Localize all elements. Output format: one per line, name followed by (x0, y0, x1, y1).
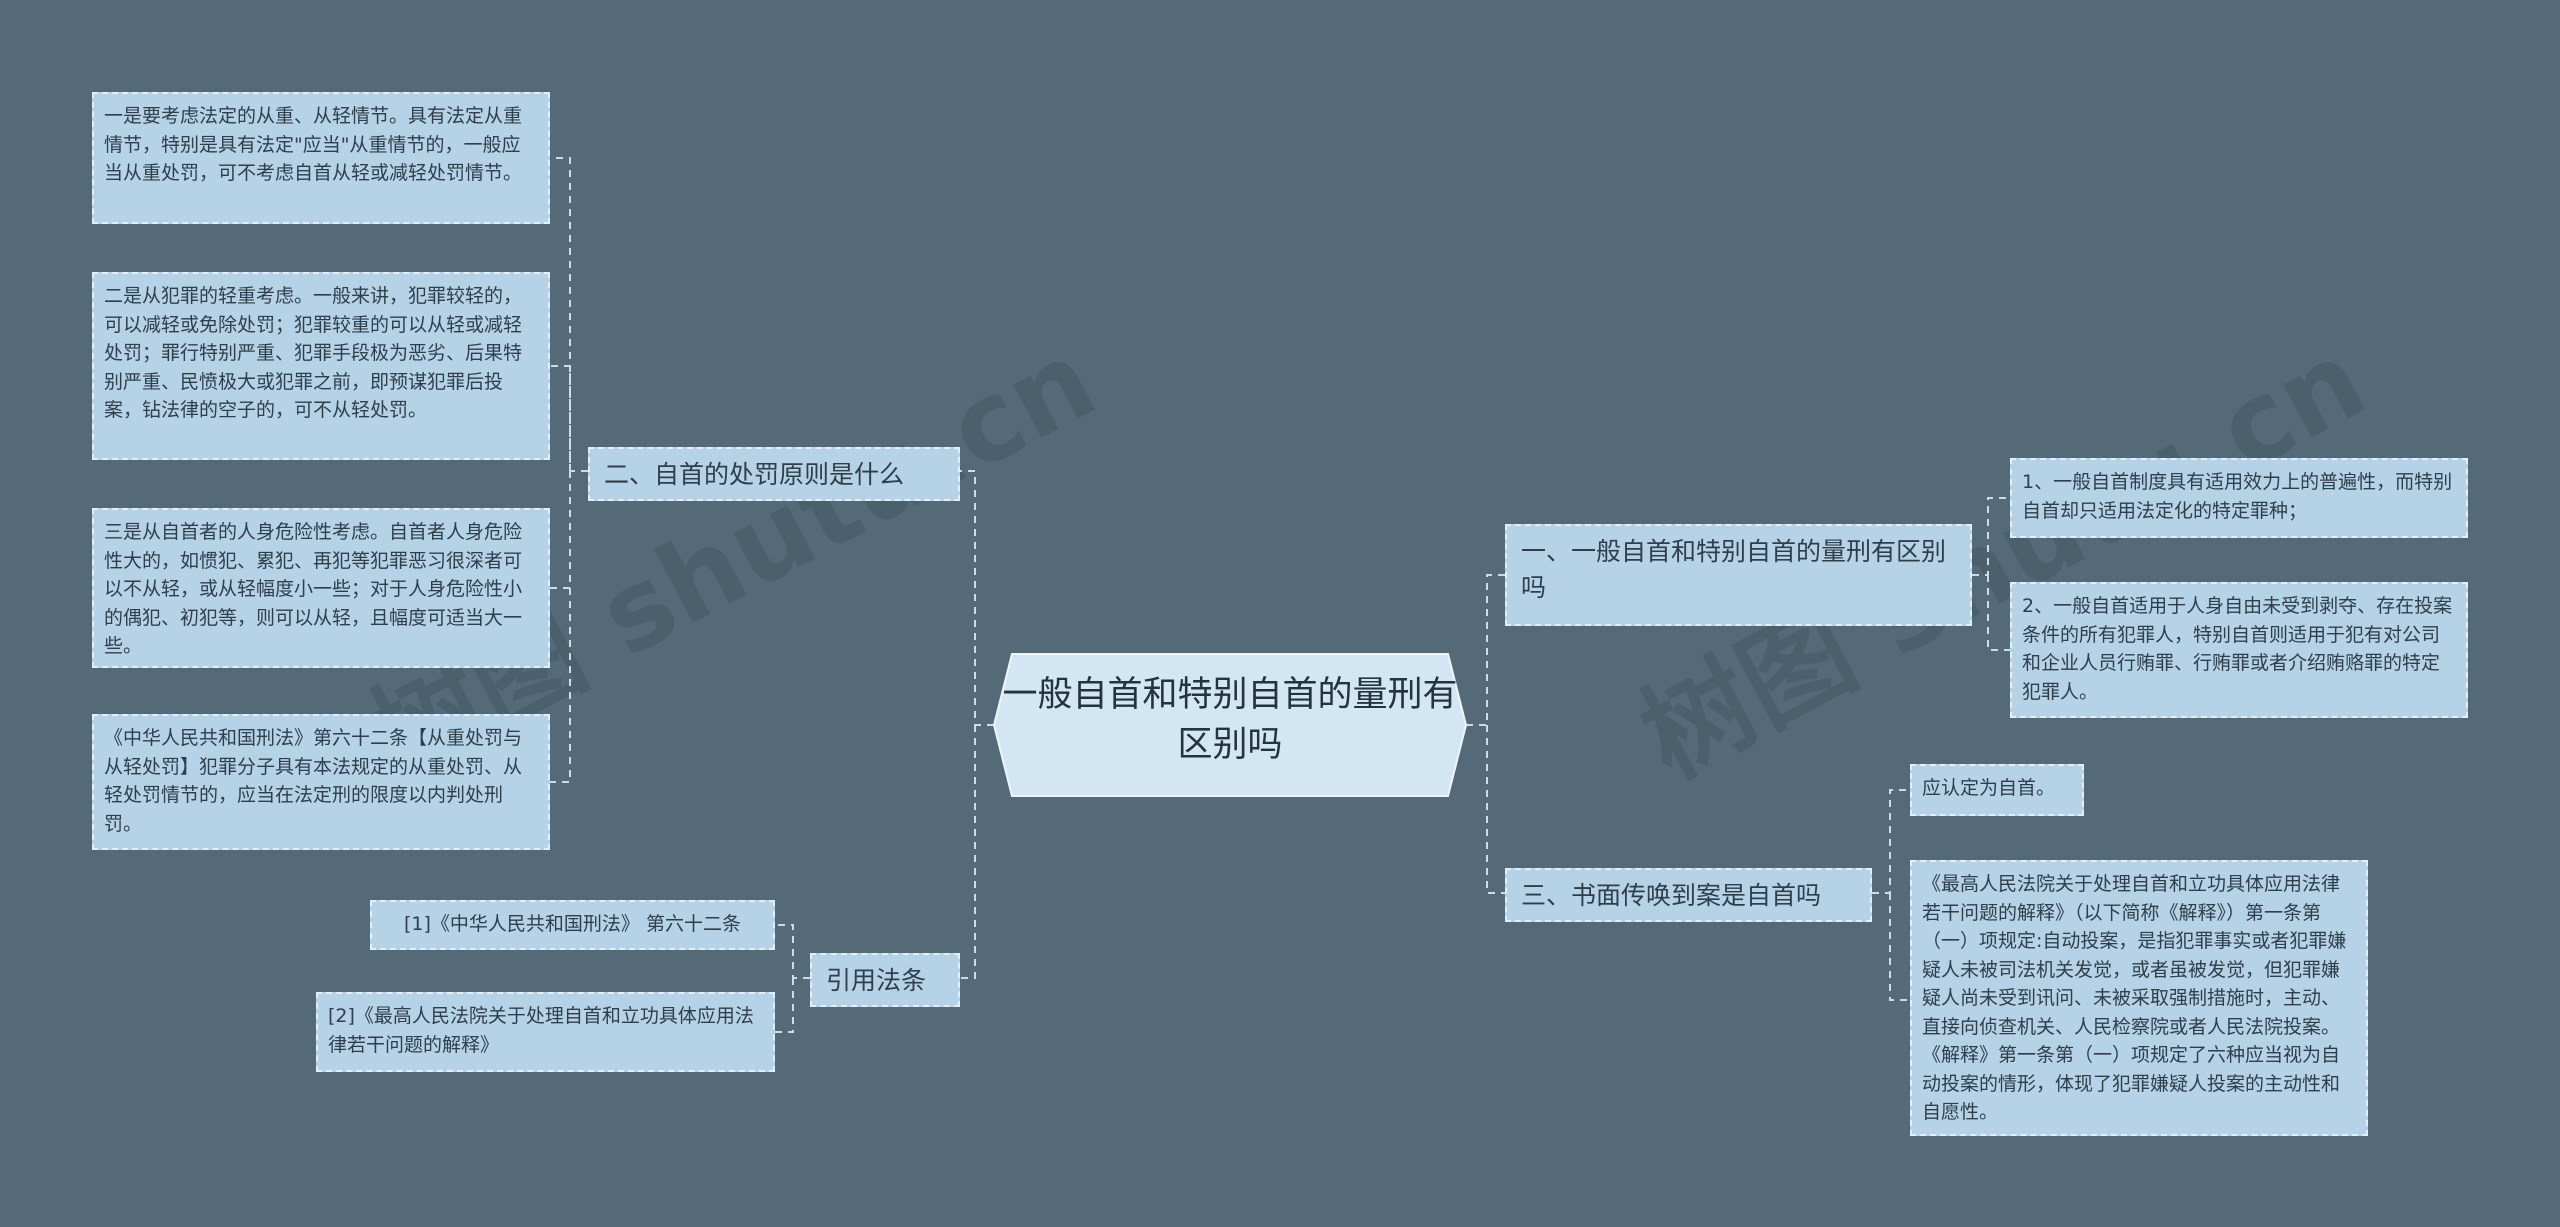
branch-two-punishment-principles[interactable]: 二、自首的处罚原则是什么 (588, 447, 960, 501)
leaf-principle-1[interactable]: 一是要考虑法定的从重、从轻情节。具有法定从重情节，特别是具有法定"应当"从重情节… (92, 92, 550, 224)
leaf-citation-1[interactable]: [1]《中华人民共和国刑法》 第六十二条 (370, 900, 775, 950)
central-topic[interactable]: 一般自首和特别自首的量刑有区别吗 (1002, 675, 1458, 765)
leaf-summons-conclusion[interactable]: 应认定为自首。 (1910, 764, 2084, 816)
leaf-general-vs-special-1[interactable]: 1、一般自首制度具有适用效力上的普遍性，而特别自首却只适用法定化的特定罪种； (2010, 458, 2468, 538)
leaf-general-vs-special-2[interactable]: 2、一般自首适用于人身自由未受到剥夺、存在投案条件的所有犯罪人，特别自首则适用于… (2010, 582, 2468, 718)
leaf-principle-3[interactable]: 三是从自首者的人身危险性考虑。自首者人身危险性大的，如惯犯、累犯、再犯等犯罪恶习… (92, 508, 550, 668)
leaf-principle-4-criminal-law-art62[interactable]: 《中华人民共和国刑法》第六十二条【从重处罚与从轻处罚】犯罪分子具有本法规定的从重… (92, 714, 550, 850)
leaf-summons-explanation[interactable]: 《最高人民法院关于处理自首和立功具体应用法律若干问题的解释》（以下简称《解释》）… (1910, 860, 2368, 1136)
branch-three-written-summons[interactable]: 三、书面传唤到案是自首吗 (1505, 868, 1872, 922)
branch-one-general-vs-special[interactable]: 一、一般自首和特别自首的量刑有区别吗 (1505, 524, 1972, 626)
leaf-principle-2[interactable]: 二是从犯罪的轻重考虑。一般来讲，犯罪较轻的，可以减轻或免除处罚；犯罪较重的可以从… (92, 272, 550, 460)
branch-cited-laws[interactable]: 引用法条 (810, 953, 960, 1007)
leaf-citation-2[interactable]: [2]《最高人民法院关于处理自首和立功具体应用法律若干问题的解释》 (316, 992, 775, 1072)
